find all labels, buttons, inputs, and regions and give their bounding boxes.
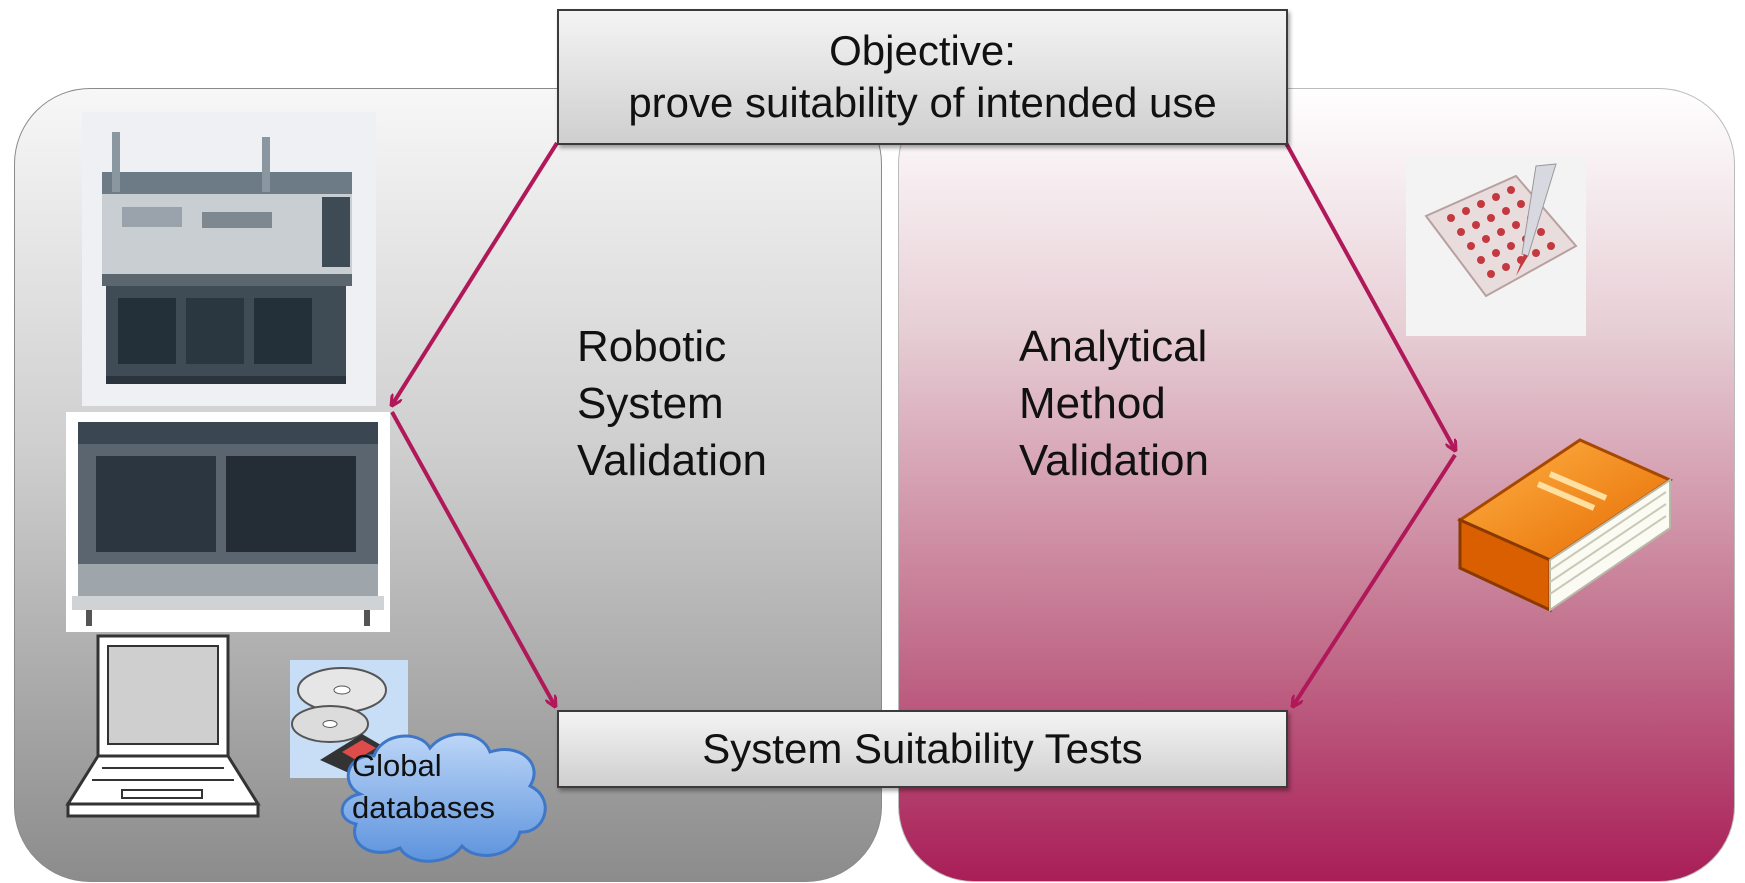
microplate-image	[1406, 156, 1586, 336]
laptop-icon	[65, 634, 261, 818]
cloud-icon	[340, 732, 547, 863]
arrow-analytical-to-sst	[1293, 453, 1457, 706]
discs-floppy-icon	[290, 660, 408, 778]
arrow-objective-to-robotic	[392, 141, 559, 405]
global-databases-label: Global databases	[352, 748, 496, 825]
analytical-method-validation-label: Analytical Method Validation	[1019, 322, 1209, 485]
system-suitability-tests-box: System Suitability Tests	[557, 710, 1288, 788]
objective-text: prove suitability of intended use	[628, 79, 1217, 126]
hamilton-robot-image	[66, 412, 390, 632]
robotic-workstation-image	[82, 112, 376, 406]
objective-title: Objective:	[829, 27, 1016, 74]
objective-box: Objective: prove suitability of intended…	[557, 9, 1288, 145]
book-icon	[1456, 438, 1674, 613]
robotic-system-validation-label: Robotic System Validation	[577, 322, 767, 485]
arrow-robotic-to-sst	[390, 411, 555, 706]
arrow-objective-to-analytical	[1284, 142, 1455, 450]
